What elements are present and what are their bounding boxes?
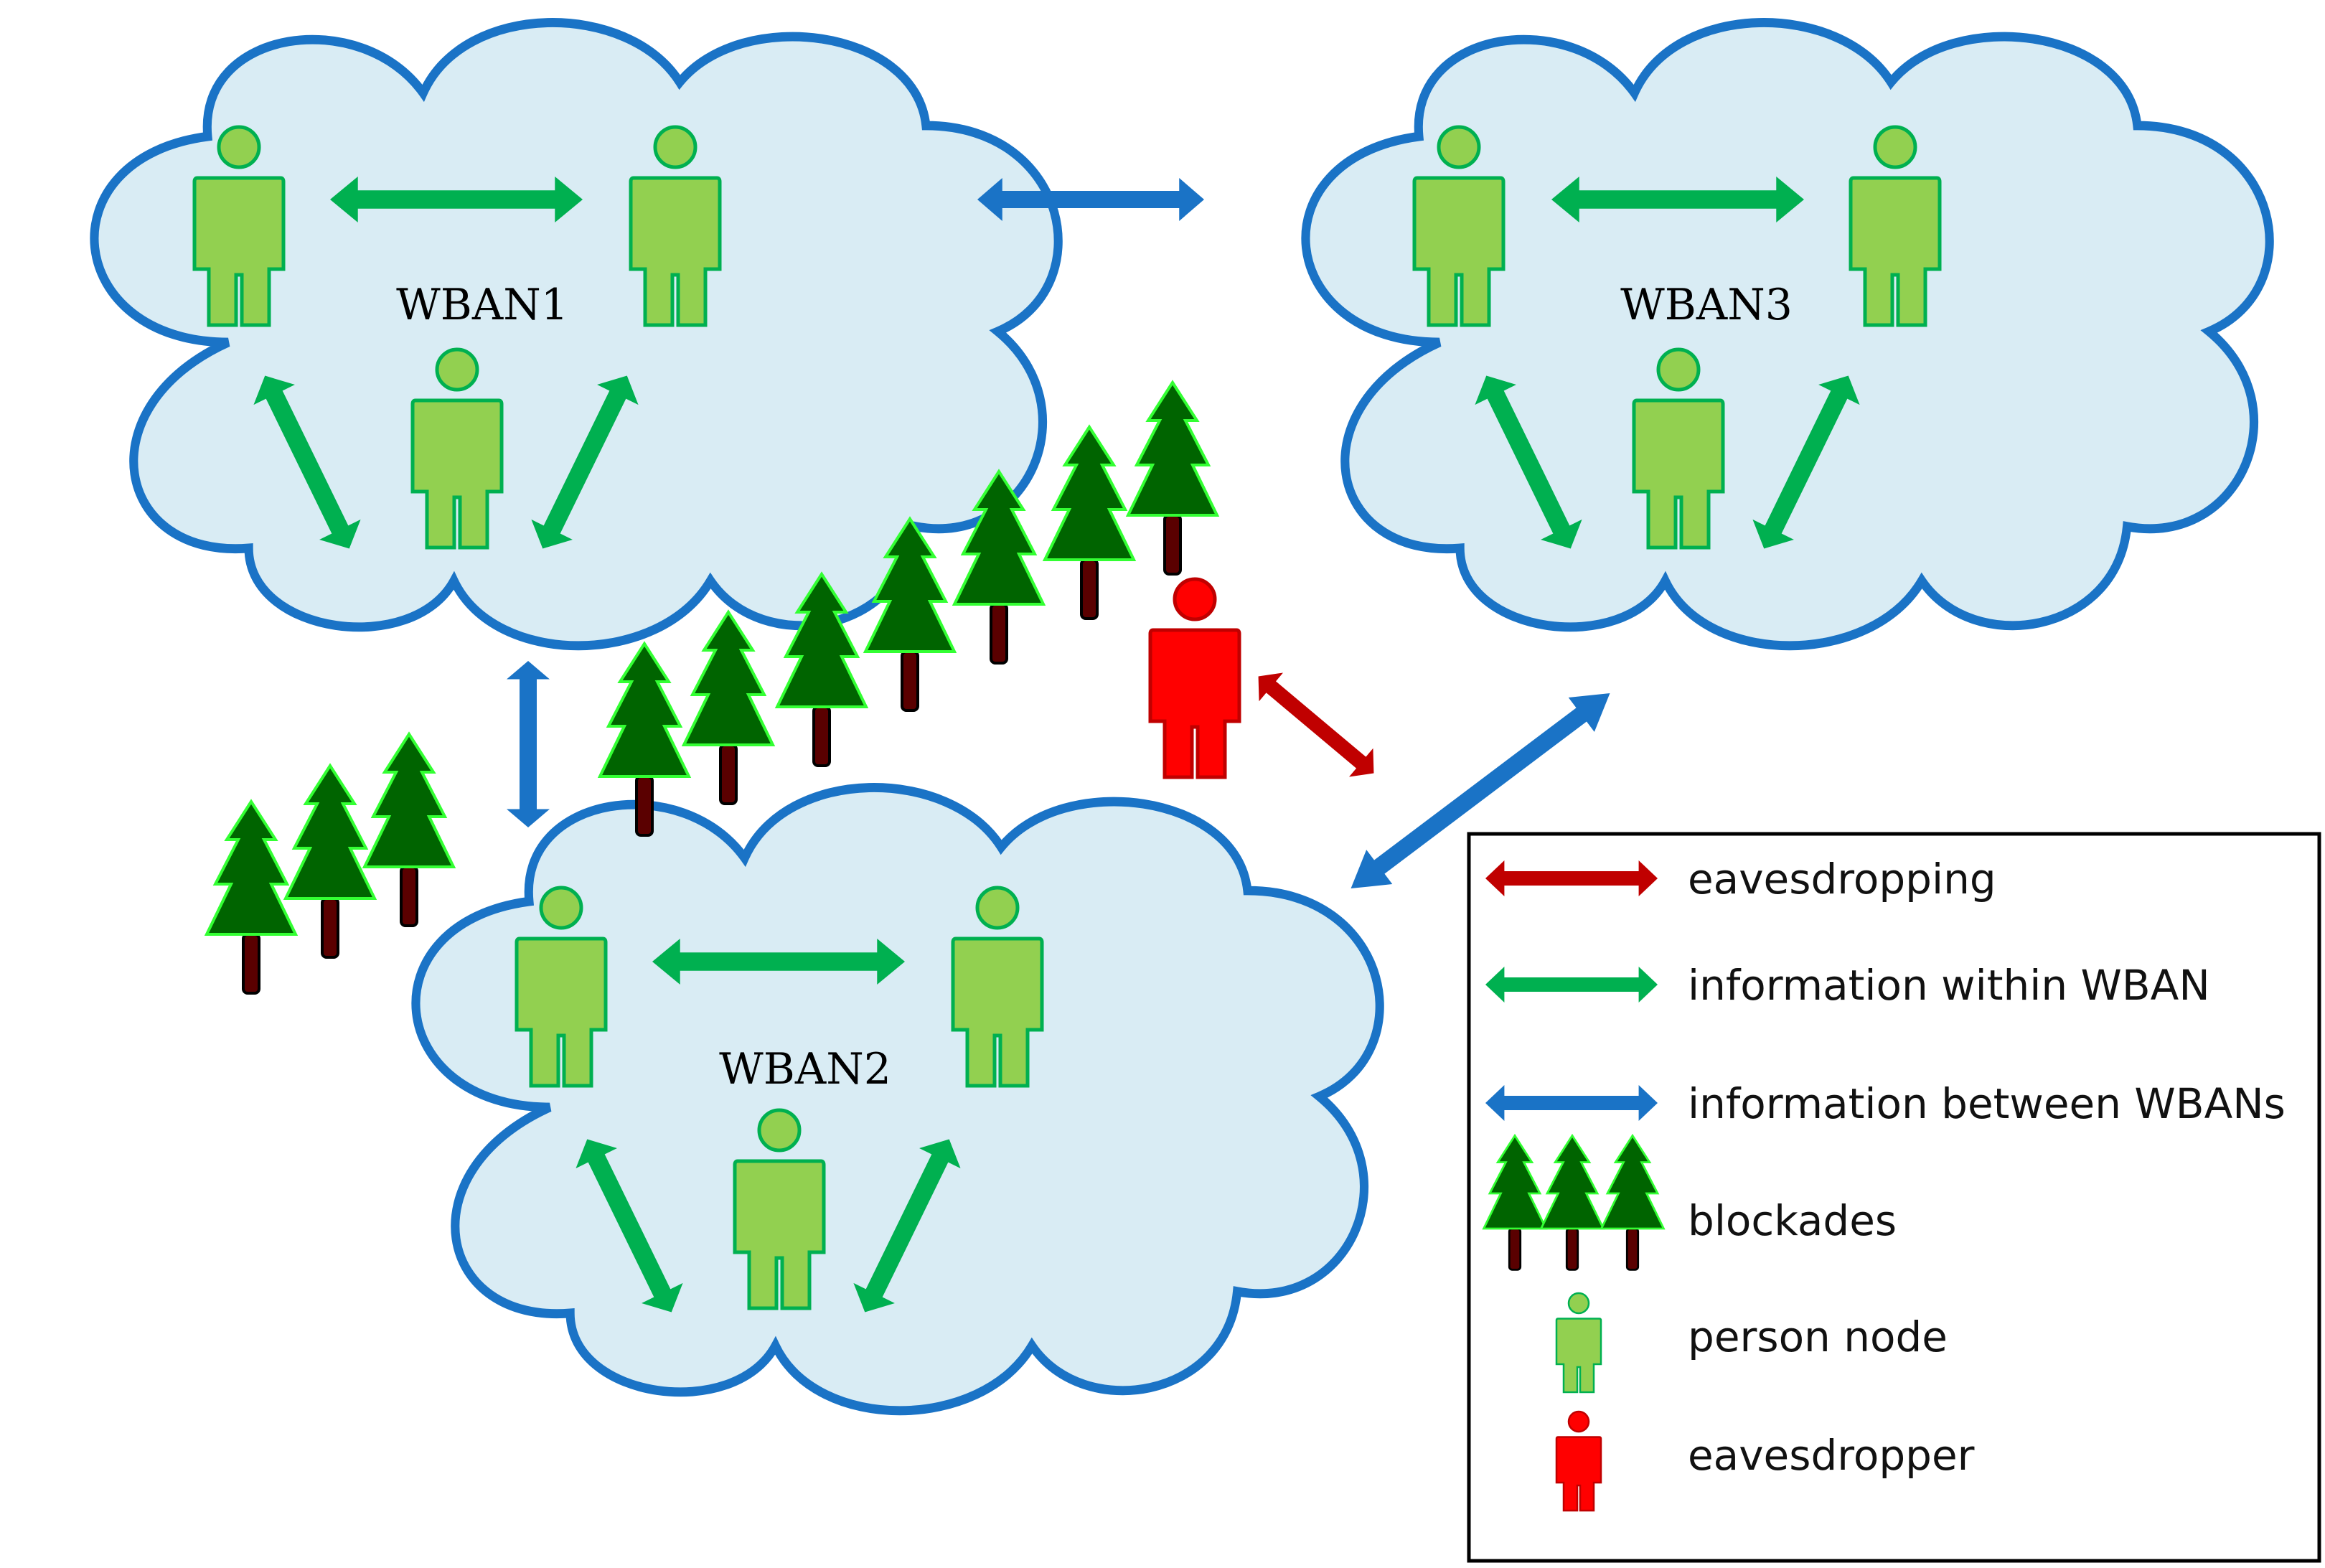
eavesdropping-arrow <box>1246 662 1386 788</box>
blue-double-arrow-icon <box>507 661 550 827</box>
legend-box <box>1467 832 2321 1563</box>
tree-icon <box>284 764 376 959</box>
legend-label-person-node: person node <box>1688 1313 1948 1361</box>
legend-label-blockades: blockades <box>1688 1196 1897 1245</box>
legend-label-within-wban: information within WBAN <box>1688 961 2210 1010</box>
tree-icon <box>1127 381 1218 576</box>
legend-item-blockades: blockades <box>1483 1135 1897 1271</box>
legend: eavesdropping information within WBAN in… <box>1467 832 2321 1563</box>
legend-item-within-wban: information within WBAN <box>1485 961 2210 1010</box>
legend-label-eavesdropping: eavesdropping <box>1688 855 1996 903</box>
eavesdropper-icon <box>1150 579 1239 777</box>
wban1-label: WBAN1 <box>396 280 568 330</box>
legend-label-between-wbans: information between WBANs <box>1688 1079 2286 1128</box>
wban2-cloud: WBAN2 <box>415 787 1379 1410</box>
legend-item-person-node: person node <box>1555 1292 1948 1394</box>
legend-item-eavesdropping: eavesdropping <box>1485 855 1996 903</box>
legend-item-between-wbans: information between WBANs <box>1485 1079 2286 1128</box>
wban1-cloud: WBAN1 <box>94 22 1058 645</box>
legend-label-eavesdropper: eavesdropper <box>1688 1431 1975 1480</box>
tree-icon <box>682 611 774 805</box>
wban3-label: WBAN3 <box>1620 280 1793 330</box>
wban3-cloud: WBAN3 <box>1305 22 2269 645</box>
tree-icon <box>1043 426 1135 620</box>
tree-icon <box>205 800 297 995</box>
legend-item-eavesdropper: eavesdropper <box>1555 1410 1975 1512</box>
tree-icon <box>363 733 455 927</box>
wban2-label: WBAN2 <box>719 1044 891 1094</box>
